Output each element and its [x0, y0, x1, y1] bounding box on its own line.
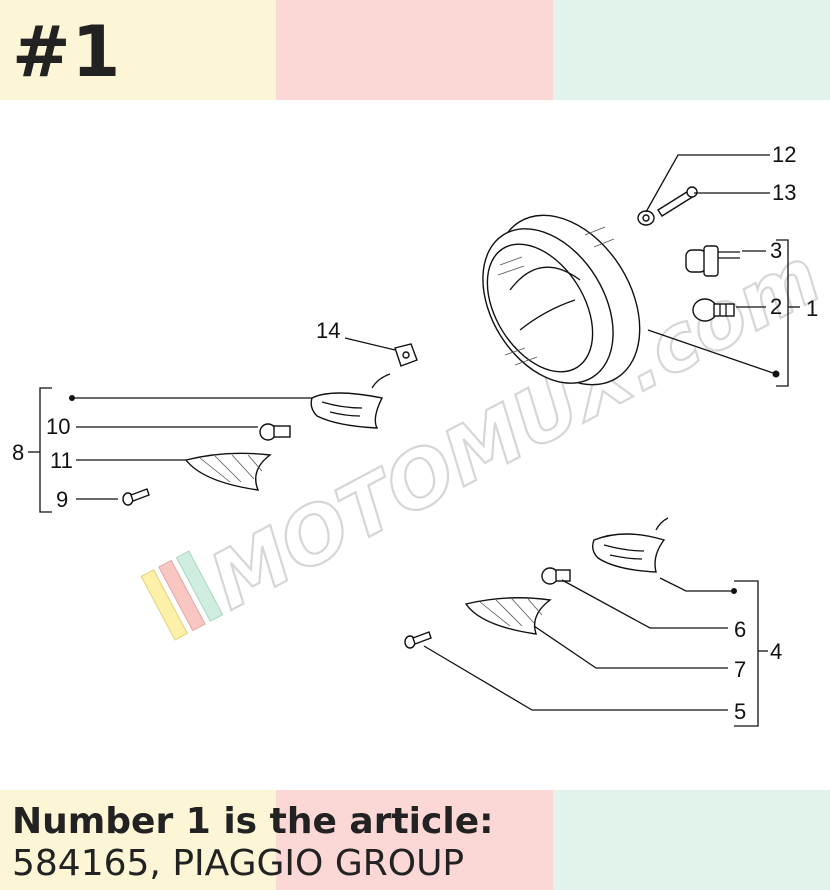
band-segment-yellow [0, 0, 276, 100]
article-code: 584165, PIAGGIO GROUP [12, 843, 465, 884]
label-7: 7 [734, 657, 746, 682]
label-12: 12 [772, 142, 796, 167]
exploded-parts-diagram: MOTOMUX.com [12, 142, 830, 727]
bulb-holder-3 [685, 245, 740, 277]
article-caption: Number 1 is the article: [12, 801, 494, 842]
label-1: 1 [806, 296, 818, 321]
label-14: 14 [316, 318, 340, 343]
left-bulb-10 [259, 423, 291, 441]
screw-13 [657, 186, 698, 217]
label-13: 13 [772, 180, 796, 205]
band-segment-pink [276, 0, 553, 100]
band-segment-green [553, 790, 830, 890]
washer-12 [637, 210, 655, 226]
part-number-heading: #1 [12, 11, 122, 93]
clip-nut-14 [394, 343, 418, 367]
bottom-color-band [0, 790, 830, 890]
left-screw-9 [122, 488, 150, 506]
right-indicator-body [591, 517, 669, 573]
label-4: 4 [770, 639, 782, 664]
callout-labels: 12 13 3 2 1 14 10 8 11 9 6 4 7 5 [12, 142, 818, 724]
label-2: 2 [770, 294, 782, 319]
label-8: 8 [12, 440, 24, 465]
label-6: 6 [734, 617, 746, 642]
right-lens-7 [464, 597, 552, 635]
leader-lines [28, 154, 800, 727]
right-bulb-6 [541, 567, 571, 585]
left-indicator-body [310, 373, 391, 429]
label-11: 11 [50, 448, 73, 473]
label-10: 10 [46, 414, 70, 439]
band-segment-pink [276, 790, 553, 890]
headlight-housing [482, 214, 641, 386]
label-9: 9 [56, 487, 68, 512]
label-3: 3 [770, 238, 782, 263]
left-lens-11 [184, 452, 272, 491]
label-5: 5 [734, 699, 746, 724]
top-color-band [0, 0, 830, 100]
bulb-2 [692, 298, 735, 322]
band-segment-green [553, 0, 830, 100]
band-segment-yellow [0, 790, 276, 890]
right-screw-5 [404, 631, 432, 649]
